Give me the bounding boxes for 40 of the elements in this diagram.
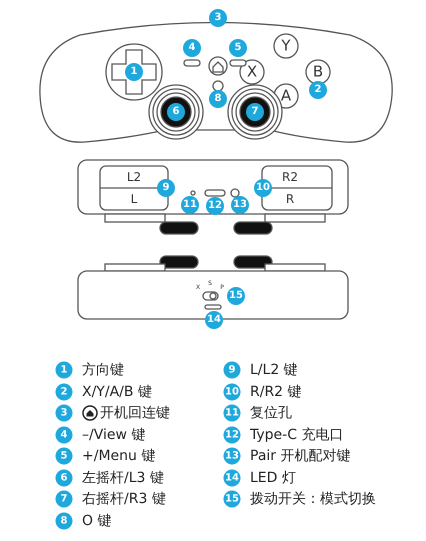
button-letter: L2 [126,171,142,183]
callout-number: 14 [224,469,240,486]
button-letter: Y [281,38,291,54]
legend-text: 方向键 [82,363,124,377]
button-letter: R2 [282,171,298,183]
callout-number: 8 [56,512,72,529]
button-letter: L [130,193,138,205]
callout-number: 11 [224,404,240,422]
legend-text: 拨动开关：模式切换 [250,492,376,506]
button-letter: B [312,64,324,80]
callout-number: 10 [224,383,240,400]
legend-text: X/Y/A/B 键 [82,384,152,398]
button-letter: A [280,88,292,104]
callout-number: 6 [56,469,72,486]
callout-number: 3 [56,404,72,422]
callout-number: 7 [56,490,72,508]
button-letter: R [286,193,294,205]
legend-text: 右摇杆/R3 键 [82,492,166,506]
callout-number: 15 [224,490,240,508]
legend-text: O 键 [82,514,112,528]
legend-text: L/L2 键 [250,363,298,377]
callout-number: 3 [209,9,227,27]
callout-number: 5 [56,448,72,464]
callout-number: 1 [56,362,72,378]
legend-text: Type-C 充电口 [250,428,344,442]
callout-number: 4 [56,426,72,443]
legend-text: Pair 开机配对键 [250,449,350,463]
legend-text: LED 灯 [250,470,296,484]
callout-number: 2 [56,383,72,400]
legend-text: 复位孔 [250,406,292,420]
legend-text: 左摇杆/L3 键 [82,470,164,484]
callout-number: 13 [224,448,240,464]
legend-text: 开机回连键 [100,406,170,420]
callout-number: 14 [205,311,223,329]
callout-number: 12 [224,426,240,443]
legend-text: +/Menu 键 [82,449,156,463]
callout-number: 9 [224,362,240,378]
legend-text: –/View 键 [82,428,146,442]
legend-text: R/R2 键 [250,384,302,398]
button-letter: X [246,64,258,80]
